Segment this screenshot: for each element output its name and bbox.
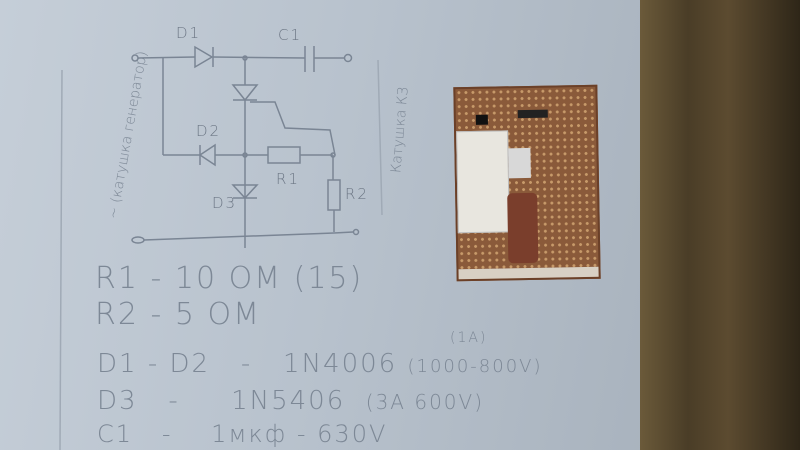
part-value: 1мкф - 630V (211, 420, 388, 448)
part-value: 1N5406 (231, 386, 346, 416)
margin-line (59, 69, 63, 450)
part-note: (3A 600V) (365, 390, 485, 414)
parts-row-r1: R1 - 10 OM (15) (95, 262, 363, 296)
label-r1: R1 (276, 170, 300, 188)
terminal-bottom-right (352, 228, 360, 236)
resistor-r2 (327, 179, 341, 211)
part-value: 5 OM (174, 297, 261, 332)
label-d3: D3 (212, 194, 238, 212)
label-d1: D1 (176, 24, 202, 42)
diode-d2 (198, 143, 216, 167)
terminal-bottom-left (131, 236, 145, 244)
resistor-r1 (267, 146, 301, 164)
power-resistor (456, 130, 510, 234)
diode-d3 (231, 184, 259, 200)
parts-row-d3: D3 - 1N5406 (3A 600V) (97, 386, 484, 417)
part-ref: R1 (95, 261, 139, 296)
board-label-strip (458, 266, 599, 280)
dash: - (161, 420, 173, 448)
thyristor-package (508, 147, 531, 179)
dash: - (168, 386, 180, 416)
thyristor (231, 84, 259, 102)
part-ref: C1 (97, 420, 134, 448)
part-ref: R2 (95, 297, 139, 332)
part-ref: D3 (97, 386, 138, 416)
part-value: 10 OM (174, 261, 283, 296)
terminal-top-right (343, 53, 353, 63)
dash: - (150, 297, 164, 332)
part-value: 1N4006 (283, 349, 398, 379)
diode-d1 (194, 45, 214, 69)
diode-component (475, 114, 488, 125)
dash: - (240, 349, 253, 379)
part-note-current: (1A) (450, 330, 488, 346)
dash: - (150, 261, 164, 296)
parts-row-c1: C1 - 1мкф - 630V (97, 420, 387, 448)
label-r2: R2 (345, 185, 369, 203)
parts-row-r2: R2 - 5 OM (95, 298, 261, 332)
part-ref: D1 - D2 (97, 349, 211, 379)
parts-row-d1-d2: D1 - D2 - 1N4006 (1000-800V) (97, 349, 543, 382)
circuit-board (453, 84, 601, 282)
electrolytic-capacitor (507, 192, 539, 264)
label-c1: C1 (278, 26, 303, 44)
part-note: (15) (293, 261, 364, 296)
wooden-surface (640, 0, 800, 450)
diode-component (517, 109, 548, 119)
circuit-schematic (59, 45, 383, 450)
part-note: (1000-800V) (407, 356, 543, 377)
label-d2: D2 (196, 122, 222, 140)
